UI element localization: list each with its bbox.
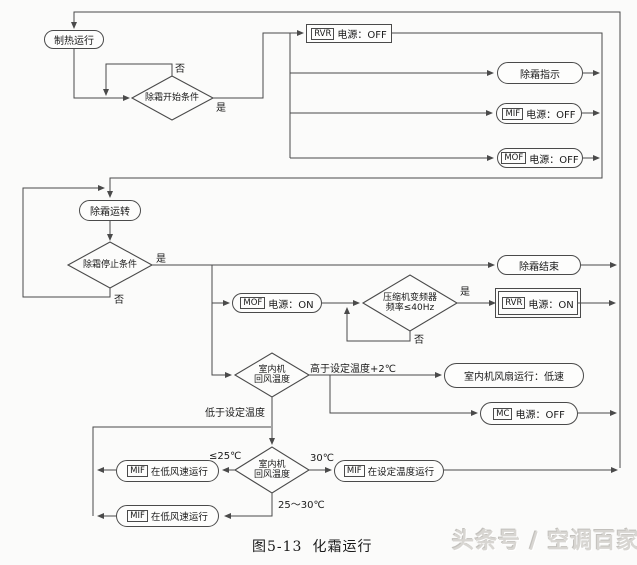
- diamond-compressor-label: 压缩机变频器 频率≤40Hz: [382, 292, 437, 314]
- diamond-return-temp-2: [233, 446, 311, 494]
- node-rvr-power-on-label: 电源：ON: [528, 299, 574, 311]
- edge-miflow-return: [92, 426, 271, 516]
- node-defrost-indicator-label: 除霜指示: [520, 69, 560, 81]
- node-mof-power-on-label: 电源：ON: [268, 299, 314, 311]
- edge-to-mc-off: [329, 375, 478, 416]
- rvr-tag: RVR: [502, 297, 526, 309]
- diamond-return-temp-1: [233, 352, 311, 398]
- node-heating: 制热运行: [44, 30, 104, 49]
- mif-tag: MIF: [502, 107, 524, 120]
- mif-tag: MIF: [343, 465, 365, 477]
- mof-tag: MOF: [240, 297, 266, 309]
- figure-caption: 图5-13 化霜运行: [252, 536, 382, 556]
- edge-heating-to-startcond: [73, 49, 130, 101]
- edge-stopcond-no-loop: [22, 185, 111, 298]
- node-indoor-fan-low: 室内机风扇运行：低速: [444, 363, 584, 388]
- edge-yes-branch-down: [211, 265, 232, 378]
- rvr-tag: RVR: [311, 27, 335, 40]
- edge-startcond-yes: [213, 30, 304, 99]
- edge-return-to-heating: [71, 11, 621, 468]
- node-mif-low-speed-2-label: 在低风速运行: [150, 512, 208, 523]
- node-heating-label: 制热运行: [54, 36, 94, 47]
- label-25-30: 25～30℃: [278, 500, 325, 511]
- node-mif-low-speed-1-label: 在低风速运行: [150, 467, 208, 478]
- node-mof-power-off-label: 电源：OFF: [529, 154, 579, 166]
- diamond-stop-condition-label: 除霜停止条件: [82, 259, 137, 270]
- watermark: 头条号 / 空调百家: [452, 529, 637, 554]
- diamond-return-temp-2-label: 室内机 回风温度: [253, 459, 290, 481]
- mc-tag: MC: [493, 407, 513, 420]
- label-no-3: 否: [414, 335, 424, 346]
- figure-number: 图5-13: [252, 539, 303, 555]
- node-indoor-fan-low-label: 室内机风扇运行：低速: [464, 372, 564, 383]
- edge-startcond-no-loop: [103, 63, 173, 96]
- label-yes-3: 是: [460, 287, 470, 298]
- diamond-return-temp-1-label: 室内机 回风温度: [253, 364, 290, 386]
- mif-tag: MIF: [127, 465, 148, 477]
- label-above-set-temp: 高于设定温度+2℃: [310, 364, 396, 375]
- label-le-25: ≤25℃: [209, 451, 242, 462]
- mof-tag: MOF: [501, 152, 527, 164]
- node-defrost-indicator: 除霜指示: [497, 62, 583, 84]
- edge-compressor-no-loop: [344, 307, 411, 342]
- diamond-start-condition-label: 除霜开始条件: [144, 92, 199, 103]
- label-yes-1: 是: [216, 103, 226, 114]
- diamond-compressor-frequency: [361, 274, 459, 332]
- label-no-2: 否: [114, 295, 124, 306]
- label-yes-2: 是: [156, 254, 166, 265]
- edge-temp2-2530: [224, 493, 273, 519]
- node-defrost-run-label: 除霜运转: [90, 207, 130, 218]
- label-30: 30℃: [310, 453, 334, 464]
- node-defrost-run: 除霜运转: [79, 200, 141, 221]
- edge-rvroff-collect-to-defrostrun: [107, 32, 603, 198]
- mif-tag: MIF: [127, 510, 148, 522]
- label-below-set-temp: 低于设定温度: [205, 408, 265, 419]
- node-defrost-end: 除霜结束: [497, 255, 581, 275]
- diamond-stop-condition: [66, 241, 154, 289]
- node-mc-power-off-label: 电源：OFF: [515, 410, 565, 421]
- node-mif-set-temp-label: 在设定温度运行: [367, 467, 435, 478]
- node-mif-power-off-label: 电源：OFF: [526, 110, 576, 121]
- figure-title: 化霜运行: [312, 539, 373, 555]
- diamond-start-condition: [130, 75, 215, 121]
- label-no-1: 否: [175, 64, 185, 75]
- node-rvr-power-off-label: 电源：OFF: [337, 30, 387, 41]
- node-defrost-end-label: 除霜结束: [519, 261, 559, 273]
